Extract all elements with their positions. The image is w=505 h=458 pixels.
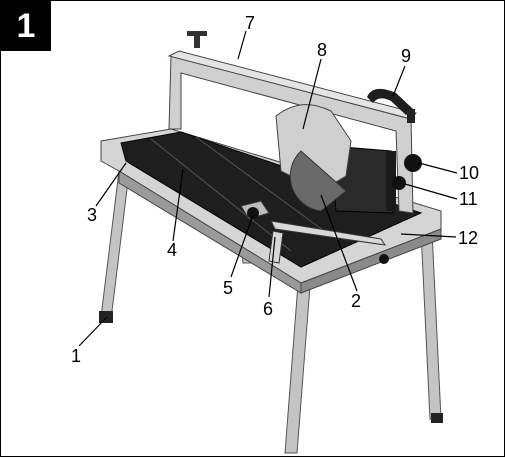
foot-back-right: [431, 413, 443, 423]
parallel-stop: [270, 220, 387, 246]
guide-rail-arm: [168, 55, 414, 214]
leader-lines: [78, 30, 458, 347]
callout-10: 10: [459, 163, 480, 183]
callout-7: 7: [245, 13, 256, 33]
rail-end-knob: [194, 34, 200, 48]
foot-front-left: [99, 311, 113, 323]
rail-top: [167, 50, 417, 120]
callout-11: 11: [459, 189, 478, 209]
callout-1: 1: [71, 346, 82, 366]
knob-lower: [392, 176, 406, 190]
callout-8: 8: [317, 40, 328, 60]
callout-5: 5: [223, 278, 234, 298]
leg-back-right: [420, 230, 442, 420]
knob-upper: [404, 154, 422, 172]
callout-3: 3: [87, 205, 98, 225]
leg-front-right: [284, 270, 312, 454]
saw-blade: [289, 150, 347, 212]
frame-right-edge: [300, 228, 442, 294]
callout-4: 4: [167, 240, 178, 260]
carry-handle: [367, 88, 413, 115]
table-groove: [150, 138, 292, 252]
callout-2: 2: [351, 291, 362, 311]
callout-6: 6: [263, 299, 274, 319]
figure-number-badge: 1: [1, 1, 51, 51]
callout-12: 12: [458, 228, 479, 248]
callout-9: 9: [401, 46, 412, 66]
